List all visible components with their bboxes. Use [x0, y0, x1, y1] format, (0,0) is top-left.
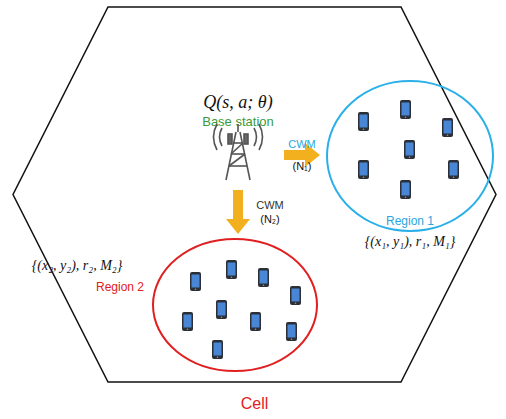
q-function: Q(s, a; θ)	[178, 92, 298, 114]
base-station: Q(s, a; θ)Base station	[198, 90, 278, 186]
phone-icon	[400, 100, 411, 119]
phones-region-2	[182, 260, 301, 359]
phone-icon	[358, 112, 369, 131]
region-label: Region 2	[90, 280, 150, 294]
region-ellipse-path	[153, 239, 317, 371]
edge-label: CWM (N₂)	[252, 198, 288, 226]
cell-hexagon: CellQ(s, a; θ)Base stationRegion 1{(x₁, …	[12, 6, 497, 383]
phone-icon	[226, 260, 237, 279]
phone-icon	[190, 272, 201, 291]
phone-icon	[286, 322, 297, 341]
phone-icon	[182, 312, 193, 331]
phone-icon	[448, 160, 459, 179]
tower-icon	[214, 124, 263, 180]
cell-label: Cell	[12, 394, 497, 413]
phone-icon	[216, 300, 227, 319]
region-ellipse-path	[327, 81, 493, 231]
region-ellipse-outline	[326, 80, 494, 232]
phone-icon	[442, 118, 453, 137]
cell-hexagon-path	[13, 7, 496, 382]
phone-icon	[400, 180, 411, 199]
phone-icon	[290, 286, 301, 305]
region-ellipse: Region 1{(x₁, y₁), r₁, M₁}	[326, 80, 494, 232]
phone-icon	[212, 340, 223, 359]
phone-icon	[258, 268, 269, 287]
region-params: {(x₂, y₂), r₂, M₂}	[12, 258, 142, 275]
base-station-label: Base station	[178, 114, 298, 130]
region-ellipse: Region 2{(x₂, y₂), r₂, M₂}	[152, 238, 318, 372]
block-arrow	[226, 190, 250, 234]
phone-icon	[358, 160, 369, 179]
region-params: {(x₁, y₁), r₁, M₁}	[326, 234, 494, 251]
edge-label: CWM (N₁)	[284, 133, 320, 177]
region-label: Region 1	[326, 214, 494, 228]
phone-icon	[404, 140, 415, 159]
cell-hexagon-outline	[12, 6, 497, 383]
phones-region-1	[358, 100, 459, 199]
region-ellipse-outline	[152, 238, 318, 372]
phone-icon	[250, 312, 261, 331]
